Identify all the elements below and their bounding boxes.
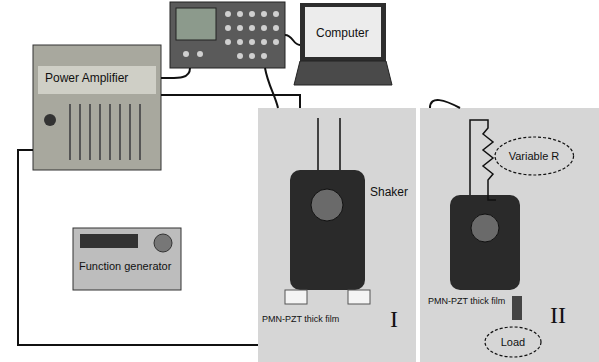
- device-label: PMN-PZT thick film: [260, 314, 341, 324]
- wire: [430, 100, 460, 108]
- oscilloscope-screen: [176, 8, 216, 40]
- generator-knob: [154, 234, 172, 252]
- oscilloscope: [170, 2, 285, 68]
- wire: [339, 118, 341, 170]
- ellipse-outline: [495, 137, 574, 175]
- device-label: Function generator: [77, 260, 173, 273]
- laptop-bezel: [300, 3, 386, 61]
- wire: [285, 35, 300, 45]
- laptop-keyboard: [294, 61, 392, 85]
- laptop-screen: [305, 7, 381, 57]
- device-label: Variable R: [507, 150, 562, 163]
- load-mass: [512, 296, 522, 320]
- generator-box: Function generator: [73, 228, 181, 290]
- wire: [317, 118, 319, 170]
- wire: [265, 68, 278, 108]
- amplifier-case: [33, 45, 161, 170]
- cable-connector: [18, 150, 258, 345]
- amplifier-box: Power Amplifier: [33, 45, 161, 170]
- device-label: Shaker: [368, 186, 410, 200]
- panel-photo: [420, 108, 599, 362]
- dashed-callout: Load: [484, 326, 542, 358]
- device-label: Power Amplifier: [43, 72, 130, 86]
- generator-display: [80, 234, 138, 248]
- panel-numeral: I: [388, 306, 400, 334]
- amplifier-knob: [44, 114, 56, 126]
- oscilloscope-buttons: [183, 11, 279, 59]
- setup-panel: ShakerPMN-PZT thick film I: [258, 108, 416, 362]
- device-label: Load: [499, 336, 527, 349]
- setup-panel: PMN-PZT thick filmII Variable R Load: [420, 108, 599, 362]
- panel-photo: [258, 108, 416, 362]
- shaker-body: [290, 170, 365, 290]
- computer-box: Computer: [300, 3, 386, 85]
- amplifier-top-panel: [38, 66, 156, 94]
- resistor-symbol: [470, 120, 496, 200]
- amplifier-vents: [70, 104, 140, 160]
- cable-connector: [161, 95, 300, 108]
- ellipse-outline: [485, 327, 541, 357]
- shaker-head: [471, 214, 499, 242]
- wire: [161, 68, 190, 78]
- clamp: [348, 290, 370, 304]
- shaker-body: [450, 195, 520, 290]
- dashed-callout: Variable R: [494, 136, 575, 176]
- clamp: [285, 290, 307, 304]
- device-label: PMN-PZT thick film: [426, 296, 507, 306]
- shaker-head: [311, 189, 343, 221]
- device-label: Computer: [314, 27, 371, 41]
- panel-numeral: II: [548, 302, 568, 330]
- generator-case: [73, 228, 181, 290]
